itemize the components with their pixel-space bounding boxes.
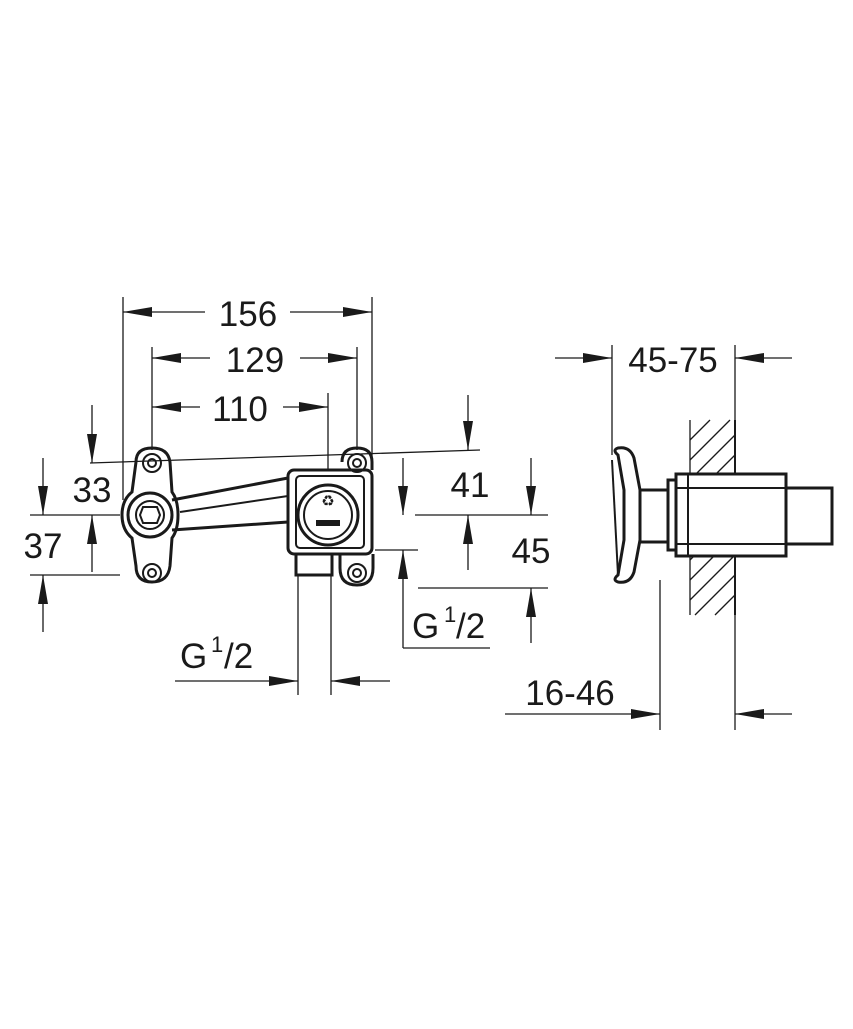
dim-156-label: 156 — [219, 295, 277, 334]
thread-left: G 1 /2 — [175, 575, 390, 695]
brand-mark — [316, 520, 340, 526]
dim-45-label: 45 — [512, 532, 551, 571]
thread-right-den: /2 — [456, 607, 485, 646]
dim-45-75-label: 45-75 — [628, 341, 718, 380]
mount-hole-top-left — [142, 453, 162, 473]
valve-body: ♻ — [286, 446, 375, 587]
dim-16-46-label: 16-46 — [525, 674, 615, 713]
connecting-arm — [171, 476, 289, 532]
dim-129: 129 — [152, 341, 357, 380]
mount-hole-top-right — [347, 453, 367, 473]
thread-right-g: G — [412, 607, 439, 646]
thread-right-num: 1 — [444, 602, 456, 627]
mount-hole-bottom-left — [142, 563, 162, 583]
recycle-glyph: ♻ — [321, 493, 334, 510]
dim-45: 45 — [512, 458, 551, 643]
dim-33-label: 33 — [73, 471, 112, 510]
thread-left-g: G — [180, 637, 207, 676]
side-view: 45-75 16-46 — [505, 341, 834, 730]
side-body — [638, 472, 834, 558]
dim-37-label: 37 — [24, 527, 63, 566]
thread-left-num: 1 — [211, 632, 223, 657]
dim-41-label: 41 — [451, 466, 490, 505]
dim-16-46: 16-46 — [505, 674, 792, 719]
dim-156: 156 — [123, 295, 372, 334]
dim-110-label: 110 — [212, 390, 268, 429]
dim-33: 33 — [73, 405, 112, 572]
left-bracket — [120, 446, 180, 584]
left-outlet — [126, 491, 174, 539]
dim-41: 41 — [451, 395, 490, 570]
dim-110: 110 — [152, 390, 328, 429]
front-view: 156 129 110 33 — [24, 295, 551, 695]
side-flange — [611, 446, 642, 584]
dim-37: 37 — [24, 458, 63, 632]
dim-129-label: 129 — [226, 341, 284, 380]
thread-left-den: /2 — [224, 637, 253, 676]
thread-right: G 1 /2 — [403, 602, 490, 649]
mount-hole-bottom-right — [347, 563, 367, 583]
dim-45-75: 45-75 — [555, 341, 792, 380]
